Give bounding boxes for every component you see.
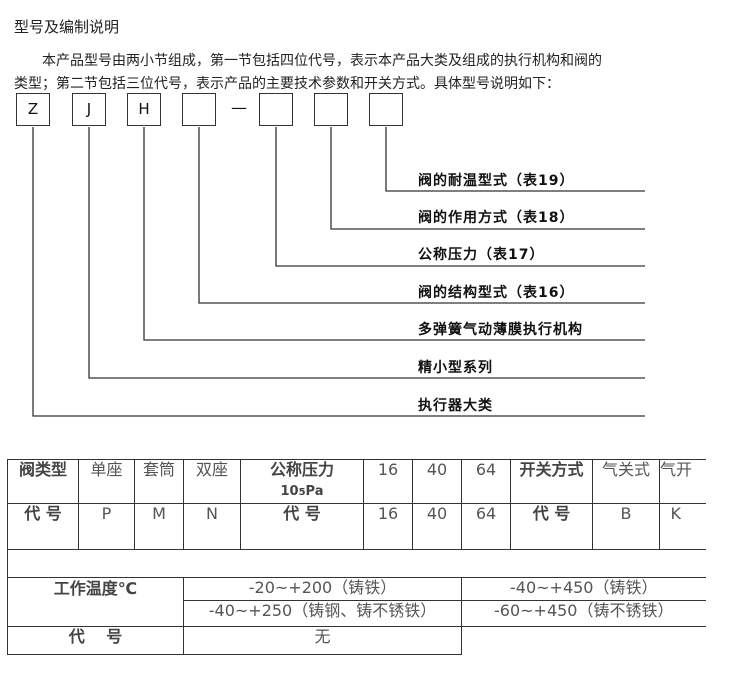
cell-pressure-16: 16 [363, 459, 413, 504]
cell-valve-type: 阀类型 [7, 459, 79, 504]
cell-switch-mode: 开关方式 [510, 459, 593, 504]
cell-temp-r2c1: -40~+250（铸钢、铸不锈铁） [183, 600, 462, 627]
pressure-unit: 105Pa [280, 484, 324, 499]
cell-last-value: 无 [183, 626, 462, 655]
cell-last-code: 代 号 [7, 626, 184, 655]
table-row-last: 代 号 无 [7, 626, 706, 655]
spacer-cell [7, 549, 706, 578]
spec-table: 阀类型 单座 套筒 双座 公称压力 105Pa 16 40 64 开关方式 气关… [7, 459, 706, 655]
pressure-label: 公称压力 [269, 460, 334, 480]
connector-line-6 [330, 127, 645, 230]
connector-line-2 [88, 127, 645, 379]
connector-line-3 [143, 127, 645, 341]
cell-temp-label: 工作温度℃ [7, 577, 184, 627]
cell-code-B: B [592, 503, 660, 550]
cell-code-N: N [183, 503, 241, 550]
code-box-3: H [127, 93, 161, 126]
cell-code-P: P [78, 503, 135, 550]
cell-code-label-3: 代 号 [510, 503, 593, 550]
connector-line-5 [275, 127, 645, 267]
code-box-7 [369, 93, 403, 126]
cell-single-seat: 单座 [78, 459, 135, 504]
table-row-spacer [7, 549, 706, 578]
legend-action-mode: 阀的作用方式（表18） [418, 210, 575, 226]
intro-line-1: 本产品型号由两小节组成，第一节包括四位代号，表示本产品大类及组成的执行机构和阀的 [42, 53, 602, 69]
cell-pressure-40: 40 [412, 459, 462, 504]
cell-nominal-pressure: 公称压力 105Pa [240, 459, 364, 504]
cell-code-label-2: 代 号 [240, 503, 364, 550]
legend-structure-type: 阀的结构型式（表16） [418, 285, 575, 301]
code-box-5 [259, 93, 293, 126]
table-row-code: 代 号 P M N 代 号 16 40 64 代 号 B K [7, 503, 706, 550]
code-box-6 [314, 93, 348, 126]
code-box-2: J [72, 93, 106, 126]
connector-lines [32, 127, 645, 417]
table-row-temp-2: -40~+250（铸钢、铸不锈铁） -60~+450（铸不锈铁） [8, 600, 706, 627]
cell-temp-r2c2: -60~+450（铸不锈铁） [461, 600, 706, 627]
intro-line-2: 类型；第二节包括三位代号，表示产品的主要技术参数和开关方式。具体型号说明如下： [14, 76, 560, 92]
legend-temperature-type: 阀的耐温型式（表19） [418, 173, 575, 189]
intro-paragraph: 本产品型号由两小节组成，第一节包括四位代号，表示本产品大类及组成的执行机构和阀的… [14, 50, 724, 96]
cell-temp-r1c1: -20~+200（铸铁） [183, 577, 462, 601]
cell-double-seat: 双座 [183, 459, 241, 504]
legend-category: 执行器大类 [418, 398, 493, 414]
cell-air-to-open: 气开 [659, 459, 706, 504]
code-box-4 [182, 93, 216, 126]
code-box-1: Z [16, 93, 50, 126]
cell-temp-r1c2: -40~+450（铸铁） [461, 577, 706, 601]
legend-actuator: 多弹簧气动薄膜执行机构 [418, 322, 583, 338]
cell-pressure-64: 64 [461, 459, 511, 504]
cell-air-to-close: 气关式 [592, 459, 660, 504]
cell-code-40: 40 [412, 503, 462, 550]
cell-code-16: 16 [363, 503, 413, 550]
page-title: 型号及编制说明 [14, 18, 120, 36]
table-row-type: 阀类型 单座 套筒 双座 公称压力 105Pa 16 40 64 开关方式 气关… [7, 459, 706, 504]
cell-code-M: M [134, 503, 184, 550]
separator-dash: — [231, 98, 247, 117]
cell-code-K: K [659, 503, 706, 550]
cell-code-64: 64 [461, 503, 511, 550]
connector-line-1 [32, 127, 645, 417]
connector-line-4 [198, 127, 645, 304]
connector-line-7 [385, 127, 645, 192]
table-row-temp-1: 工作温度℃ -20~+200（铸铁） -40~+450（铸铁） [7, 577, 706, 627]
legend-series: 精小型系列 [418, 360, 493, 376]
cell-sleeve: 套筒 [134, 459, 184, 504]
cell-code-label: 代 号 [7, 503, 79, 550]
legend-nominal-pressure: 公称压力（表17） [418, 247, 545, 263]
cell-last-empty [462, 627, 706, 655]
